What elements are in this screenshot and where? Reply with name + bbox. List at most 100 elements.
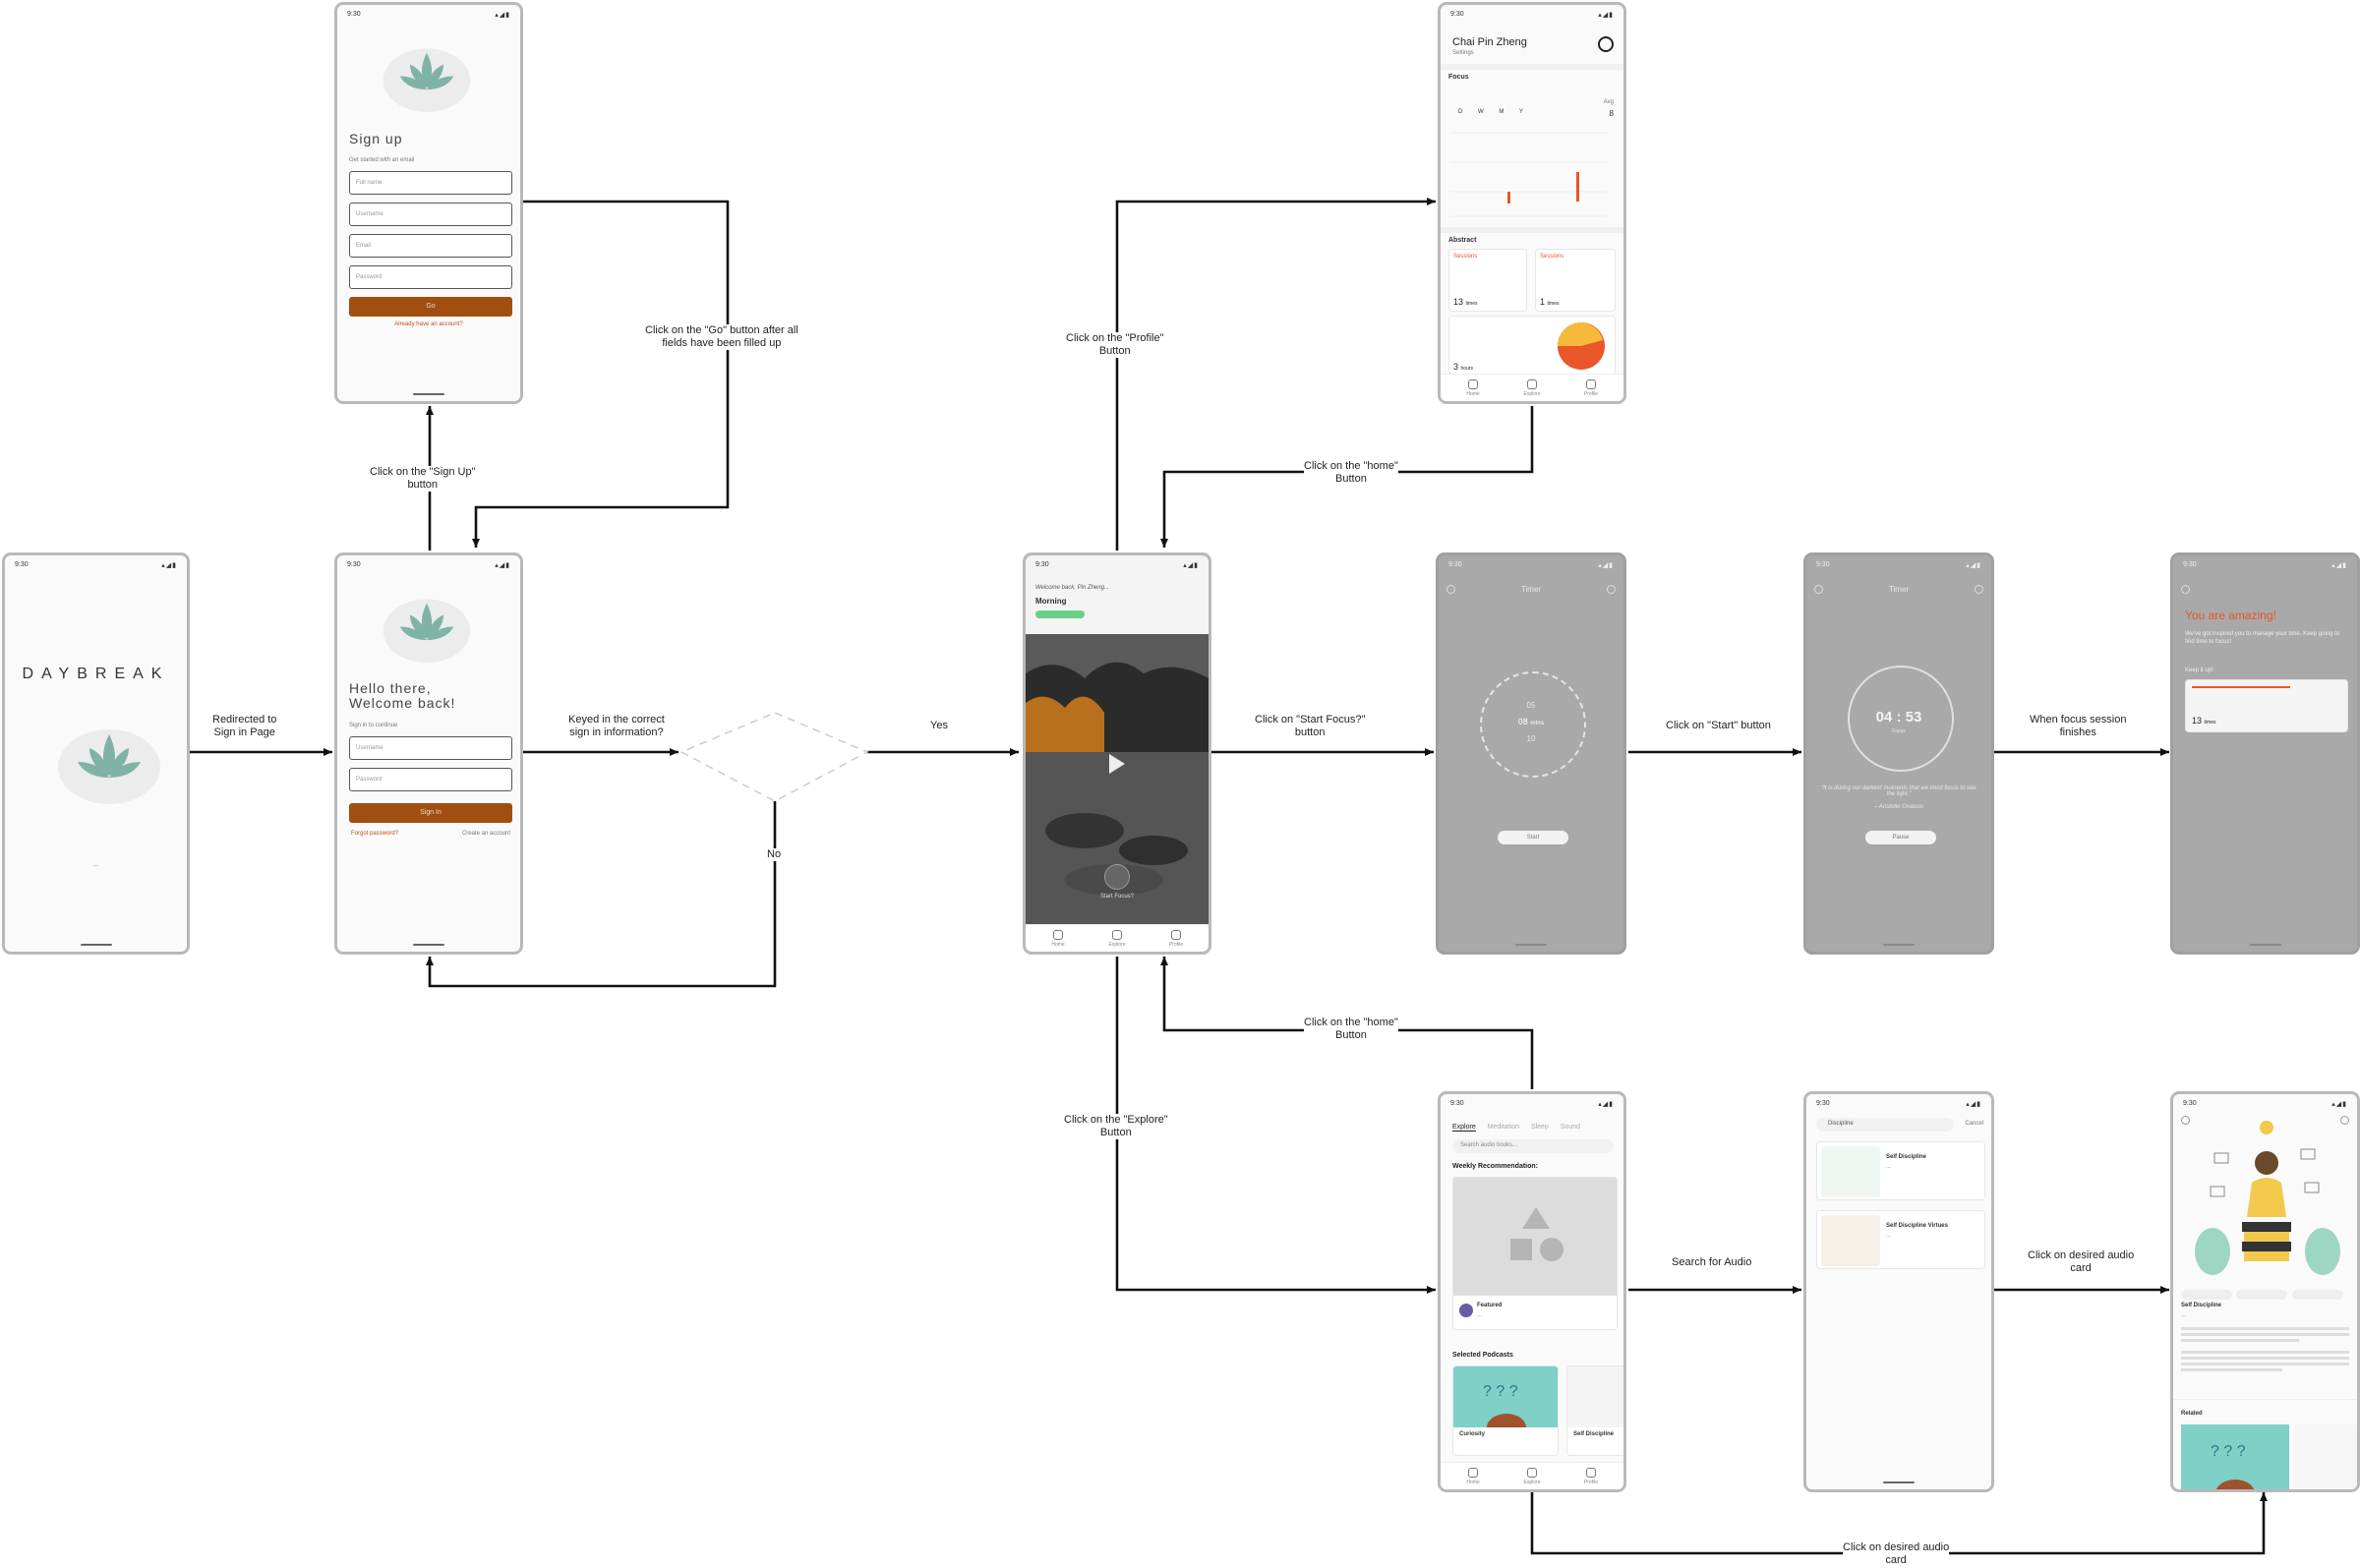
featured-card[interactable]: Featured ... (1452, 1177, 1618, 1330)
arrow-signup-to-signin (472, 200, 730, 548)
avatar-icon[interactable] (1598, 36, 1614, 52)
phone-signin: 9:30▴◢▮ Hello there, Welcome back! Sign … (334, 552, 523, 955)
weekly-heading: Weekly Recommendation: (1452, 1163, 1539, 1170)
home-icon (1468, 379, 1478, 389)
password-field[interactable]: Password (349, 265, 512, 289)
abstract-heading: Abstract (1448, 237, 1477, 244)
create-account-link[interactable]: Create an account (461, 831, 510, 837)
search-input[interactable]: Discipline (1816, 1118, 1954, 1132)
status-bar: 9:30▴◢▮ (1816, 561, 1981, 569)
explore-icon (1527, 1468, 1537, 1478)
arrow-home-to-profile (1115, 198, 1436, 551)
signin-button[interactable]: Sign In (349, 803, 512, 823)
label-profile-click: Click on the "Profile"Button (1066, 332, 1164, 358)
password-field[interactable]: Password (349, 768, 512, 791)
duration-option-2[interactable]: 08 mins (1517, 717, 1545, 726)
page-title: Sign up (349, 131, 403, 146)
nav-profile[interactable]: Profile (1571, 1468, 1611, 1485)
email-field[interactable]: Email (349, 234, 512, 258)
signin-link[interactable]: Already have an account? (394, 321, 463, 327)
related-card-2[interactable] (2295, 1424, 2357, 1489)
back-icon[interactable] (2181, 1116, 2190, 1125)
done-focus-heading: Keep it up! (2185, 668, 2213, 673)
timer-ring (1848, 666, 1954, 772)
detail-title: Self Discipline (2181, 1303, 2222, 1308)
explore-icon (1527, 379, 1537, 389)
forgot-link[interactable]: Forgot password? (351, 831, 399, 837)
nav-home[interactable]: Home (1038, 927, 1078, 948)
phone-search: 9:30▴◢▮ Discipline Cancel Self Disciplin… (1803, 1091, 1994, 1492)
range-tabs[interactable]: D W M Y (1458, 109, 1523, 115)
done-title: You are amazing! (2185, 609, 2276, 622)
status-bar: 9:30▴◢▮ (2183, 561, 2347, 569)
play-icon[interactable] (1107, 752, 1127, 776)
phone-explore: 9:30▴◢▮ Explore Meditation Sleep Sound S… (1438, 1091, 1626, 1492)
podcast-card-2[interactable]: Self Discipline (1566, 1365, 1623, 1456)
lotus-logo-icon (383, 48, 471, 113)
close-icon[interactable] (2181, 585, 2190, 594)
nav-explore[interactable]: Explore (1512, 379, 1552, 397)
back-icon[interactable] (1446, 585, 1455, 594)
username-field[interactable]: Username (349, 203, 512, 226)
status-bar: 9:30▴◢▮ (1035, 561, 1199, 569)
profile-name: Chai Pin Zheng (1452, 36, 1527, 48)
nav-home[interactable]: Home (1453, 379, 1493, 397)
countdown-sub: Focus (1892, 728, 1906, 734)
related-heading: Related (2181, 1411, 2203, 1417)
done-stat-card: 13 times (2185, 679, 2348, 732)
nav-explore[interactable]: Explore (1097, 930, 1137, 948)
profile-icon (1586, 379, 1596, 389)
svg-text:? ? ?: ? ? ? (1483, 1383, 1518, 1400)
search-result-1[interactable]: Self Discipline ... (1816, 1141, 1985, 1200)
podcast-card-1[interactable]: ? ? ? Curiosity (1452, 1365, 1559, 1456)
placeholder-shapes-icon (1510, 1207, 1564, 1261)
forest-river-photo (1026, 634, 1209, 927)
bookmark-icon[interactable] (2340, 1116, 2349, 1125)
profile-icon (1171, 930, 1181, 940)
lotus-logo-icon (58, 729, 160, 804)
start-focus-button[interactable] (1104, 864, 1130, 890)
settings-icon[interactable] (1607, 585, 1616, 594)
nav-explore[interactable]: Explore (1512, 1465, 1552, 1485)
go-button[interactable]: Go (349, 297, 512, 317)
welcome-text: Welcome back, Pin Zheng... (1035, 585, 1109, 591)
focus-heading: Focus (1448, 74, 1469, 81)
username-field[interactable]: Username (349, 736, 512, 760)
back-icon[interactable] (1814, 585, 1823, 594)
detail-description (2181, 1324, 2349, 1393)
cancel-button[interactable]: Cancel (1965, 1121, 1983, 1127)
nav-profile[interactable]: Profile (1156, 930, 1196, 948)
settings-icon[interactable] (1975, 585, 1983, 594)
greeting-text: Morning (1035, 597, 1067, 606)
nav-home[interactable]: Home (1453, 1468, 1493, 1485)
profile-sub: Settings (1452, 50, 1474, 56)
explore-tabs[interactable]: Explore Meditation Sleep Sound (1452, 1124, 1580, 1132)
start-button[interactable]: Start (1498, 831, 1568, 844)
search-input[interactable]: Search audio books... (1452, 1139, 1614, 1153)
abstract-card-3: 3 hours (1448, 316, 1616, 375)
tab-meditation: Meditation (1487, 1124, 1519, 1131)
pause-button[interactable]: Pause (1865, 831, 1936, 844)
search-result-2[interactable]: Self Discipline Virtues ... (1816, 1210, 1985, 1269)
home-indicator (1883, 944, 1915, 946)
phone-audio-detail: 9:30▴◢▮ Self Discipline ... Related ? ? … (2170, 1091, 2360, 1492)
nav-profile[interactable]: Profile (1571, 377, 1611, 397)
duration-option-3[interactable]: 10 (1526, 734, 1536, 743)
duration-option-1[interactable]: 05 (1526, 701, 1536, 710)
done-body: We've got inspired you to manage your ti… (2185, 631, 2340, 645)
fullname-field[interactable]: Full name (349, 171, 512, 195)
reading-illustration (2195, 1121, 2340, 1275)
related-card-1[interactable]: ? ? ? (2181, 1424, 2289, 1492)
abstract-card-2: Sessions 1 times (1535, 249, 1616, 312)
brand-title: DAYBREAK (22, 666, 170, 682)
timer-title: Timer (1888, 585, 1910, 594)
avg-label: Avg (1603, 99, 1614, 105)
home-indicator (413, 393, 444, 395)
home-indicator (80, 944, 112, 946)
curiosity-illustration: ? ? ? (1453, 1366, 1558, 1441)
chip-row (2181, 1287, 2354, 1300)
